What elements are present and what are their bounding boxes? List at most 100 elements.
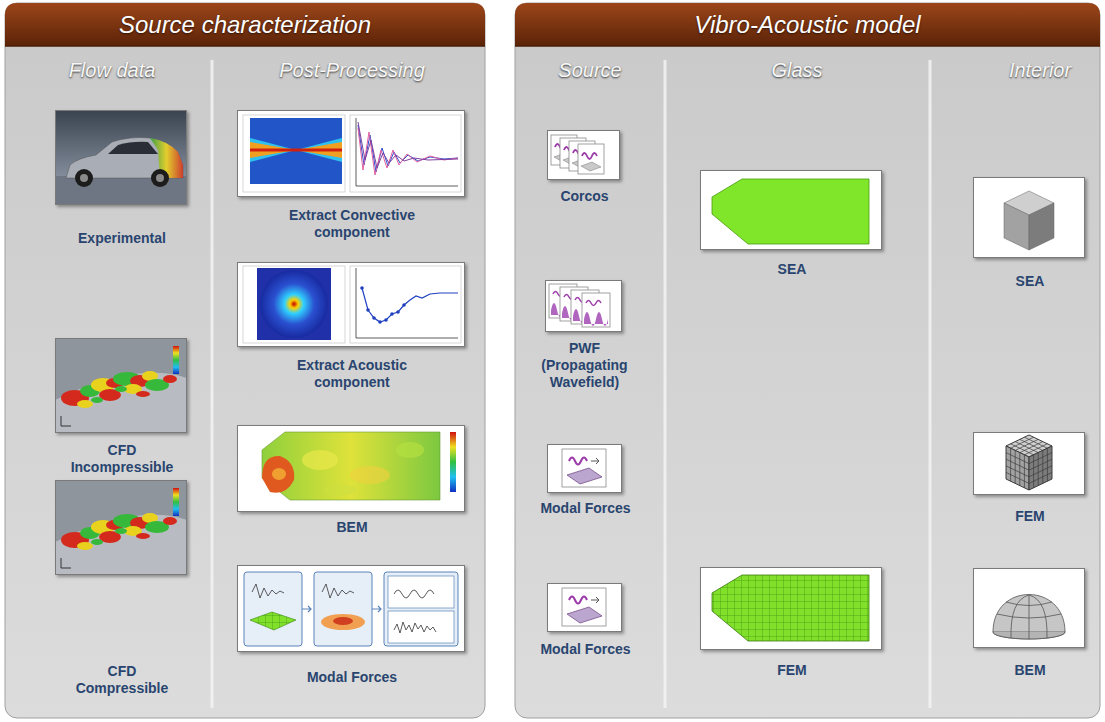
column-header: Glass: [771, 58, 822, 82]
wind-tunnel-photo: [75, 169, 93, 187]
modal-forces-scheme: [237, 565, 465, 652]
modal-forces-icon: [547, 444, 622, 493]
wind-tunnel-photo: [55, 110, 187, 205]
wind-tunnel-photo: [80, 174, 88, 182]
thumbnail-box: SEA: [700, 170, 882, 250]
modal-forces-scheme: [252, 584, 284, 598]
column-header: Post-Processing: [279, 58, 425, 82]
acoustic-plots: [372, 316, 376, 320]
interior-sea-cube: [1029, 203, 1054, 250]
left-panel-ground: [5, 45, 485, 47]
thumbnail-box: BEM: [237, 425, 465, 512]
modal-forces-scheme: [394, 622, 436, 633]
right-panel-ground: [515, 45, 1100, 47]
left-panel-ground: [211, 60, 214, 708]
cfd-incompressible-picture: [55, 338, 187, 433]
wind-tunnel-photo: [151, 169, 169, 187]
interior-bem-dome: [973, 568, 1085, 648]
caption-text: SEA: [975, 273, 1085, 290]
interior-fem-cube: [1006, 446, 1029, 490]
acoustic-plots: [396, 310, 400, 314]
thumbnail-box: BEM: [973, 568, 1085, 648]
convective-plots: [358, 122, 458, 168]
modal-forces-scheme: [394, 590, 434, 598]
modal-forces-scheme: [321, 614, 365, 630]
caption-text: CFD Incompressible: [65, 442, 180, 476]
acoustic-plots: [384, 318, 388, 322]
glass-sea-shape: [712, 179, 869, 244]
convective-plots: [243, 115, 345, 192]
caption-text: Corcos: [530, 188, 640, 205]
wind-tunnel-photo: [156, 174, 164, 182]
corcos-icon: [547, 130, 620, 180]
caption-text: SEA: [732, 261, 852, 278]
column-header: Interior: [1009, 58, 1071, 82]
modal-forces-icon: [547, 583, 622, 632]
caption-text: Experimental: [57, 230, 187, 247]
column-header: Source: [558, 58, 621, 82]
acoustic-plots: [243, 266, 345, 343]
bem-pressure-map: [237, 425, 465, 512]
acoustic-plots: [257, 268, 331, 340]
acoustic-plots: [362, 288, 458, 322]
interior-fem-cube: [973, 432, 1085, 495]
caption-text: Modal Forces: [531, 641, 641, 658]
glass-sea-shape: [700, 170, 882, 250]
caption-text: CFD Compressible: [65, 663, 180, 697]
bem-pressure-map: [262, 432, 440, 500]
wind-tunnel-photo: [55, 110, 187, 205]
modal-forces-scheme: [333, 617, 353, 625]
bem-pressure-map: [324, 484, 356, 496]
thumbnail-box: PWF (Propagating Wavefield): [545, 280, 622, 332]
modal-forces-scheme: [314, 572, 372, 646]
bem-pressure-map: [450, 432, 456, 492]
thumbnail-box: FEM: [973, 432, 1085, 495]
corcos-icon: [578, 144, 604, 174]
thumbnail-box: CFD Compressible: [55, 480, 187, 575]
section-panel: Vibro-Acoustic modelCorcosPWF (Propagati…: [515, 3, 1100, 718]
thumbnail-box: CFD Incompressible: [55, 338, 187, 433]
acoustic-plots: [237, 262, 465, 347]
interior-bem-dome: [997, 595, 1061, 639]
modal-forces-scheme: [372, 606, 381, 612]
thumbnail-box: Corcos: [547, 130, 620, 180]
acoustic-plots: [260, 270, 328, 338]
modal-forces-scheme: [244, 572, 302, 646]
column-header: Flow data: [69, 58, 156, 82]
caption-text: Extract Acoustic component: [272, 357, 432, 391]
cfd-incompressible-picture: [55, 338, 187, 433]
left-panel-ground: [5, 3, 485, 718]
pwf-icon: [582, 293, 610, 327]
caption-text: BEM: [272, 519, 432, 536]
bem-pressure-map: [396, 442, 424, 458]
thumbnail-box: Modal Forces: [547, 444, 622, 493]
right-panel-ground: [515, 3, 1100, 46]
acoustic-plots: [356, 268, 458, 338]
pwf-icon: [545, 280, 622, 332]
glass-fem-mesh: [712, 575, 869, 641]
acoustic-plots: [366, 308, 370, 312]
acoustic-plots: [350, 266, 461, 343]
cfd-compressible-picture: [55, 480, 187, 575]
caption-text: FEM: [975, 508, 1085, 525]
acoustic-plots: [237, 262, 465, 347]
corcos-icon: [547, 130, 620, 180]
acoustic-plots: [390, 312, 394, 316]
acoustic-plots: [402, 303, 406, 307]
thumbnail-box: Experimental: [55, 110, 187, 205]
caption-text: Modal Forces: [531, 500, 641, 517]
interior-fem-cube: [1029, 446, 1052, 490]
thumbnail-box: Extract Convective component: [237, 110, 465, 197]
panel-title: Vibro-Acoustic model: [515, 3, 1100, 46]
convective-plots: [350, 115, 461, 192]
bem-pressure-map: [302, 450, 338, 470]
glass-sea-shape: [700, 170, 882, 250]
modal-forces-scheme: [237, 565, 465, 652]
right-panel-ground: [515, 3, 1100, 718]
left-panel-ground: [5, 3, 485, 718]
interior-sea-cube: [973, 177, 1085, 258]
glass-fem-mesh: [700, 567, 882, 650]
caption-text: FEM: [732, 662, 852, 679]
glass-fem-mesh: [700, 567, 882, 650]
modal-forces-scheme: [388, 611, 454, 643]
